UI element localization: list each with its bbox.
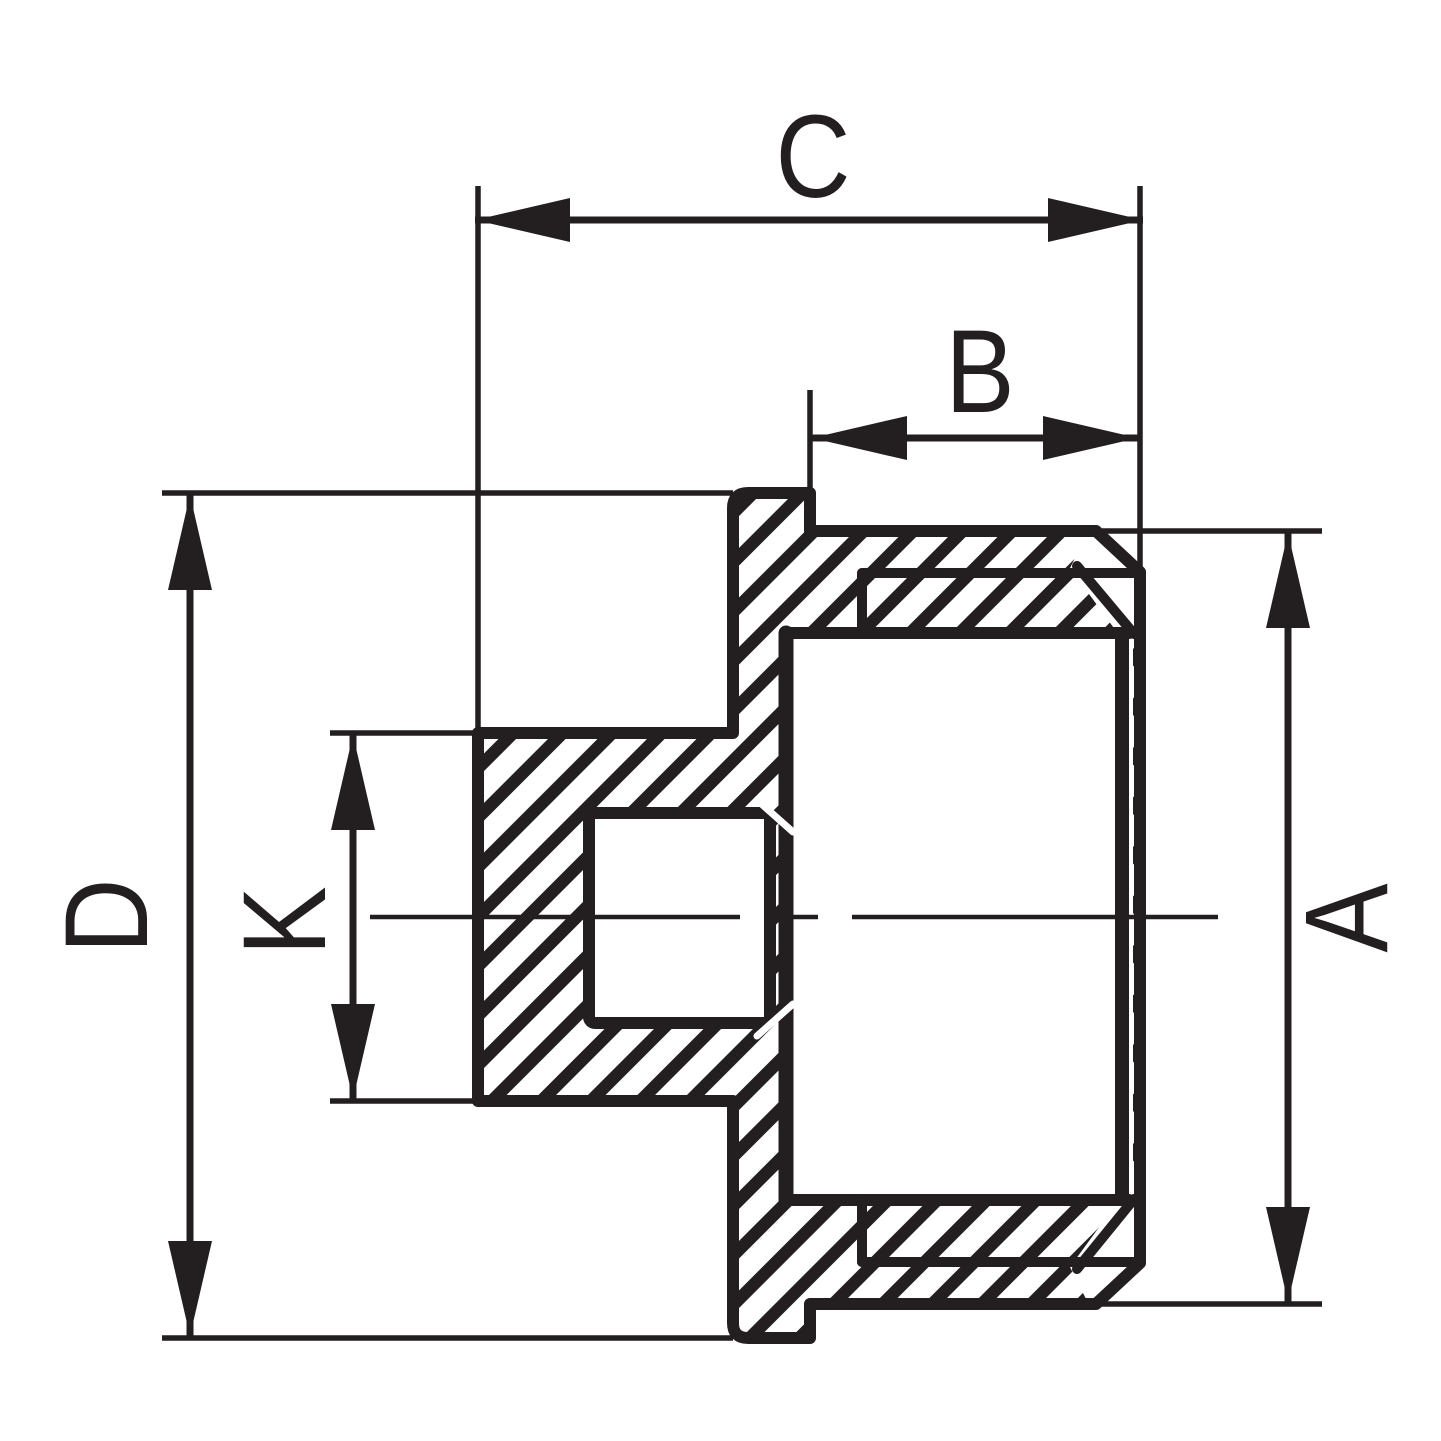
dimension-label-a: A xyxy=(1281,883,1413,953)
dimension-c xyxy=(475,198,1143,242)
bottom-chamfer-face xyxy=(1070,1189,1150,1311)
extension-lines xyxy=(162,186,1322,1341)
dimension-label-b: B xyxy=(945,306,1015,438)
thread-root-lines xyxy=(857,561,1142,1274)
top-chamfer-face xyxy=(1070,524,1150,646)
dimension-label-c: C xyxy=(775,91,851,223)
dimension-d xyxy=(168,495,212,1336)
dimension-b xyxy=(812,416,1138,460)
dimension-label-k: K xyxy=(219,886,351,956)
dividing-wall-chamfers xyxy=(753,796,797,1040)
dimension-k xyxy=(331,735,375,1099)
part-outline xyxy=(472,487,1146,1344)
dimension-label-d: D xyxy=(41,878,173,954)
dimension-a xyxy=(1266,533,1310,1302)
